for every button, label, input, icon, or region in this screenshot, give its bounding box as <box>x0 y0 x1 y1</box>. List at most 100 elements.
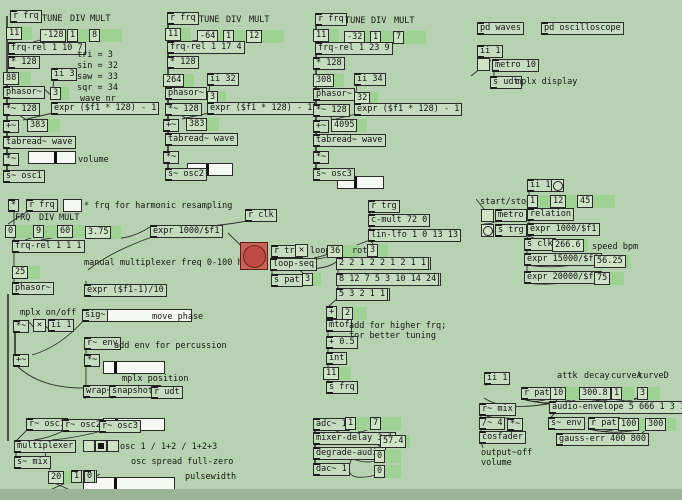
number-value[interactable]: 3 <box>302 273 314 286</box>
number-box-7-175[interactable]: 7 <box>370 417 402 430</box>
move-phase-slider[interactable] <box>103 361 165 374</box>
number-value[interactable]: 300.8 <box>579 387 611 400</box>
number-value[interactable]: 1 <box>527 195 539 208</box>
number-value[interactable]: 7 <box>393 31 405 44</box>
number-box-12-35[interactable]: 12 <box>246 30 285 43</box>
number-box-25-93[interactable]: 25 <box>12 266 41 279</box>
number-value[interactable]: 60 <box>57 225 74 238</box>
number-box-36-133[interactable]: 36 <box>327 245 360 258</box>
number-value[interactable]: 36 <box>327 245 344 258</box>
number-box-0-181[interactable]: 0 <box>374 465 402 478</box>
number-box-0-86[interactable]: 0 <box>5 225 35 238</box>
number-box-1-6[interactable]: 1 <box>67 29 93 42</box>
number-value[interactable]: 11 <box>313 29 330 42</box>
slider-knob[interactable] <box>206 164 209 175</box>
number-box-9-87[interactable]: 9 <box>33 225 59 238</box>
bang-trigger-big[interactable] <box>240 242 268 270</box>
osc-count-radio[interactable] <box>83 440 119 452</box>
message-1-125[interactable]: 1 <box>71 470 85 483</box>
number-box-11-4[interactable]: 11 <box>6 27 33 40</box>
number-box-11-54[interactable]: 11 <box>313 29 340 42</box>
number-box-3-135[interactable]: 3 <box>367 244 389 257</box>
number-box-8-7[interactable]: 8 <box>89 29 123 42</box>
number-value[interactable]: 45 <box>577 195 594 208</box>
number-box-11-32[interactable]: 11 <box>165 28 192 41</box>
number-box-264-38[interactable]: 264 <box>163 74 195 87</box>
number-box-88-15[interactable]: 88 <box>3 72 32 85</box>
number-box-383-45[interactable]: 383 <box>186 118 220 131</box>
number-value[interactable]: 88 <box>3 72 20 85</box>
number-box-45-163[interactable]: 45 <box>577 195 616 208</box>
number-value[interactable]: 57.4 <box>380 435 407 448</box>
number-value[interactable]: 0 <box>5 225 17 238</box>
number-box-20-124[interactable]: 20 <box>48 471 73 484</box>
number-box-60-88[interactable]: 60 <box>57 225 86 238</box>
number-box-2-143[interactable]: 2 <box>342 307 368 320</box>
number-box-1-174[interactable]: 1 <box>345 417 371 430</box>
number-value[interactable]: 308 <box>313 74 335 87</box>
number-box-10-189[interactable]: 10 <box>550 387 583 400</box>
radio-cell-0[interactable] <box>83 440 95 452</box>
number-value[interactable]: 1 <box>67 29 79 42</box>
number-box-1-191[interactable]: 1 <box>611 387 635 400</box>
toggle-start-stop[interactable] <box>481 209 494 222</box>
number-value[interactable]: 300 <box>645 418 667 431</box>
number-box-57-4-177[interactable]: 57.4 <box>380 435 411 448</box>
number-value[interactable]: 11 <box>6 27 23 40</box>
number-value[interactable]: 10 <box>550 387 567 400</box>
number-value[interactable]: 12 <box>246 30 263 43</box>
slider-knob[interactable] <box>54 152 57 163</box>
number-box-3-138[interactable]: 3 <box>302 273 322 286</box>
number-box-56-25-170[interactable]: 56.25 <box>594 255 630 268</box>
number-value[interactable]: 75 <box>594 272 611 285</box>
number-value[interactable]: 0 <box>374 450 386 463</box>
number-value[interactable]: 383 <box>186 118 208 131</box>
toggle-display[interactable] <box>477 58 490 71</box>
number-value[interactable]: 1 <box>611 387 623 400</box>
number-value[interactable]: 12 <box>550 195 567 208</box>
toggle-mplx-onoff[interactable]: ✕ <box>33 319 46 332</box>
output-volume-slider[interactable]: volume <box>481 458 512 468</box>
number-value[interactable]: 8 <box>89 29 101 42</box>
volume-slider-osc1[interactable] <box>28 151 76 164</box>
number-box-3-17[interactable]: 3 <box>50 87 70 100</box>
slider-knob[interactable] <box>114 362 117 373</box>
number-value[interactable]: 56.25 <box>594 255 626 268</box>
number-value[interactable]: 266.6 <box>552 239 584 252</box>
number-box-3-192[interactable]: 3 <box>637 387 661 400</box>
number-value[interactable]: 1 <box>345 417 357 430</box>
number-box-4095-67[interactable]: 4095 <box>331 119 368 132</box>
number-value[interactable]: 3 <box>50 87 62 100</box>
slider-knob[interactable] <box>114 478 117 489</box>
number-box-100-199[interactable]: 100 <box>618 418 650 431</box>
number-box-300-200[interactable]: 300 <box>645 418 677 431</box>
message-pattern-3[interactable]: 5 3 2 1 1 <box>336 288 391 301</box>
message-pattern-1[interactable]: 2 2 1 2 2 1 2 1 1 <box>336 257 431 270</box>
radio-cell-1[interactable] <box>95 440 107 452</box>
number-value[interactable]: 0 <box>374 465 386 478</box>
bang-step[interactable] <box>481 224 494 237</box>
number-value[interactable]: 264 <box>163 74 185 87</box>
toggle-loop[interactable]: ✕ <box>295 244 308 257</box>
number-value[interactable]: 25 <box>12 266 29 279</box>
message-pattern-2[interactable]: 8 12 7 5 3 10 14 24 <box>336 273 442 286</box>
number-value[interactable]: 3.75 <box>85 226 112 239</box>
number-value[interactable]: -128 <box>40 29 67 42</box>
number-value[interactable]: 20 <box>48 471 65 484</box>
number-box-308-60[interactable]: 308 <box>313 74 345 87</box>
number-value[interactable]: 3 <box>367 244 379 257</box>
slider-knob[interactable] <box>354 177 357 188</box>
radio-cell-2[interactable] <box>107 440 119 452</box>
number-value[interactable]: 9 <box>33 225 45 238</box>
number-box-3-75-89[interactable]: 3.75 <box>85 226 122 239</box>
number-value[interactable]: 3 <box>637 387 649 400</box>
number-box-383-22[interactable]: 383 <box>27 119 61 132</box>
number-box-75-172[interactable]: 75 <box>594 272 625 285</box>
number-box-266-6-167[interactable]: 266.6 <box>552 239 588 252</box>
number-box-0-179[interactable]: 0 <box>374 450 402 463</box>
number-value[interactable]: 383 <box>27 119 49 132</box>
number-value[interactable]: 7 <box>370 417 382 430</box>
number-box-blank[interactable] <box>63 199 82 212</box>
number-box-7-57[interactable]: 7 <box>393 31 427 44</box>
bottom-scroll-bar[interactable] <box>0 489 682 500</box>
